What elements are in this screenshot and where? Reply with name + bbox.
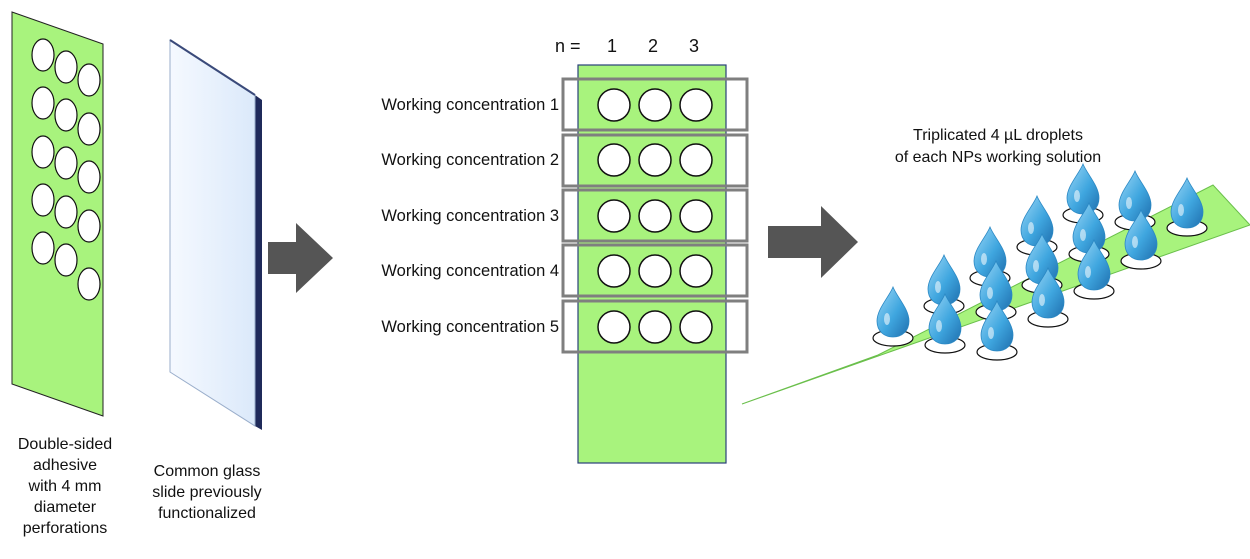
droplet-slide (741, 163, 1250, 405)
column-label-2: 2 (648, 36, 659, 56)
slide-with-wells (561, 64, 749, 464)
concentration-label-5: Working concentration 5 (381, 318, 559, 336)
glass-caption: Common glass slide previously functional… (152, 463, 262, 522)
adhesive-perforations (31, 38, 101, 301)
concentration-label-3: Working concentration 3 (381, 207, 559, 225)
concentration-label-2: Working concentration 2 (381, 151, 559, 169)
glass-slide (169, 39, 262, 430)
arrow-right-icon (768, 206, 858, 278)
column-label-1: 1 (607, 36, 618, 56)
concentration-label-4: Working concentration 4 (381, 262, 559, 280)
adhesive-strip (11, 11, 104, 417)
droplet-caption: Triplicated 4 µL droplets of each NPs wo… (894, 127, 1102, 166)
concentration-label-1: Working concentration 1 (381, 96, 559, 114)
n-label: n = (555, 36, 581, 56)
concentration-row-boxes (561, 77, 749, 354)
column-label-3: 3 (689, 36, 700, 56)
adhesive-caption: Double-sided adhesive with 4 mm diameter… (17, 436, 113, 537)
wells (597, 88, 713, 344)
arrow-right-icon (268, 223, 333, 293)
